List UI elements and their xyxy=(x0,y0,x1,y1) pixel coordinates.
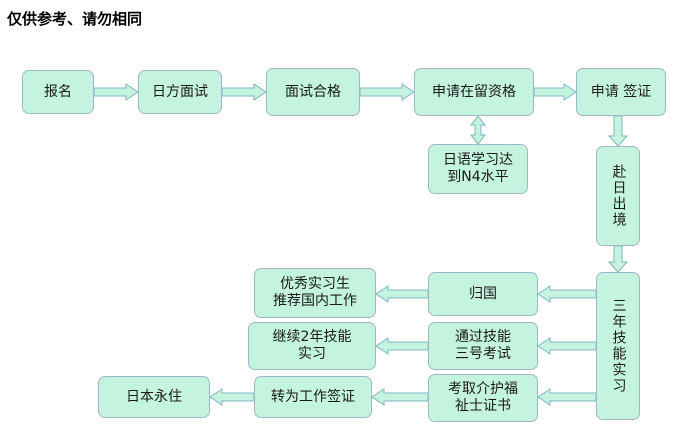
edge-sannianjineng-to-kaoqujiehufu xyxy=(537,388,597,406)
edge-kaoqujiehufu-to-zhuanweigongzuo xyxy=(371,388,429,406)
node-tongguojinengkaoshi[interactable]: 通过技能 三号考试 xyxy=(428,322,538,370)
edge-baoming-to-rifangmianshi xyxy=(93,83,139,101)
node-guiguo[interactable]: 归国 xyxy=(428,272,538,316)
node-kaoqujiehufuzhishi[interactable]: 考取介护福 祉士证书 xyxy=(428,374,538,422)
edge-tongguojineng-to-jixu2nian xyxy=(375,337,429,355)
edge-mianshihege-to-shenqingzailiu xyxy=(359,83,415,101)
edge-guiguo-to-youxiushixisheng xyxy=(375,285,429,303)
node-ribenyongzhu[interactable]: 日本永住 xyxy=(98,376,210,418)
edge-furichujing-to-sannianjineng xyxy=(607,245,629,273)
node-riyuxuexi-n4[interactable]: 日语学习达 到N4水平 xyxy=(428,144,528,194)
node-furichujing[interactable]: 赴日出境 xyxy=(596,146,640,246)
node-shenqingzailiuzige[interactable]: 申请在留资格 xyxy=(414,68,534,116)
edge-shenqingqianzheng-to-furichujing xyxy=(607,115,629,147)
page-title: 仅供参考、请勿相同 xyxy=(7,10,143,28)
edge-sannianjineng-to-guiguo xyxy=(537,285,597,303)
edge-rifangmianshi-to-mianshihege xyxy=(221,83,267,101)
edge-zhuanweigongzuo-to-ribenyongzhu xyxy=(209,388,255,406)
node-baoming[interactable]: 报名 xyxy=(22,70,94,114)
node-rifangmianshi[interactable]: 日方面试 xyxy=(138,70,222,114)
node-mianshihege[interactable]: 面试合格 xyxy=(266,68,360,116)
edge-sannianjineng-to-tongguojineng xyxy=(537,337,597,355)
node-shenqingqianzheng[interactable]: 申请 签证 xyxy=(576,68,666,116)
edge-shenqingzailiu-to-riyuxuexi-double xyxy=(469,115,487,145)
node-youxiushixisheng[interactable]: 优秀实习生 推荐国内工作 xyxy=(254,268,376,318)
node-sannianjinengshixi[interactable]: 三年技能实习 xyxy=(596,272,640,420)
node-zhuanweigongzuoqianzheng[interactable]: 转为工作签证 xyxy=(254,376,372,418)
node-jixu2nianjineng[interactable]: 继续2年技能 实习 xyxy=(248,322,376,370)
edge-shenqingzailiu-to-shenqingqianzheng xyxy=(533,83,577,101)
